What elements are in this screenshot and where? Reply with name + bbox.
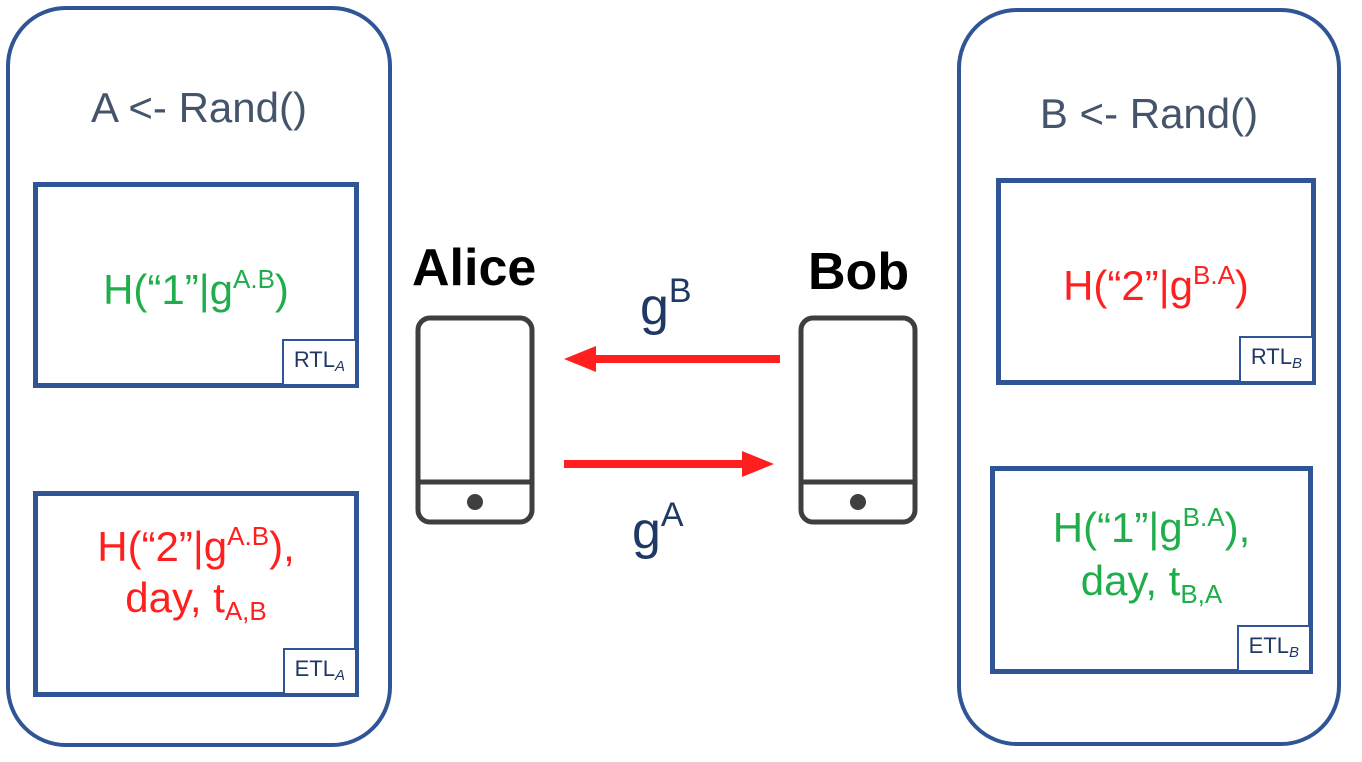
- bob-rtl-tag: RTLB: [1238, 336, 1312, 381]
- bob-rtl-formula-pre: H(“2”|g: [1063, 262, 1193, 309]
- message-g-a: gA: [632, 496, 684, 561]
- alice-etl-tag-text: ETL: [294, 656, 335, 681]
- bob-rtl-formula-sup: B.A: [1193, 260, 1235, 290]
- alice-panel: A <- Rand() H(“1”|gA.B) RTLA H(“2”|gA.B)…: [6, 6, 392, 747]
- alice-rtl-formula-post: ): [274, 266, 289, 313]
- alice-name: Alice: [412, 239, 537, 297]
- bob-rtl-box: H(“2”|gB.A) RTLB: [996, 178, 1316, 385]
- bob-etl-tag: ETLB: [1236, 625, 1309, 670]
- alice-rtl-formula: H(“1”|gA.B): [38, 251, 354, 318]
- alice-phone-icon: [415, 315, 535, 525]
- alice-etl-line2-sub: A,B: [224, 596, 267, 626]
- message-g-b-sup: B: [668, 272, 692, 310]
- bob-name: Bob: [808, 243, 910, 301]
- bob-etl-line2: day, tB,A: [995, 553, 1308, 622]
- alice-rtl-tag: RTLA: [281, 339, 355, 384]
- alice-etl-line1-post: ),: [269, 523, 295, 570]
- bob-etl-line1-post: ),: [1224, 504, 1251, 551]
- alice-rtl-box: H(“1”|gA.B) RTLA: [33, 182, 359, 388]
- bob-etl-line2-pre: day, t: [1080, 557, 1181, 604]
- arrow-bob-to-alice: [564, 346, 780, 372]
- arrow-alice-to-bob: [564, 451, 774, 477]
- bob-rtl-formula-post: ): [1234, 262, 1249, 309]
- alice-rand: A <- Rand(): [91, 84, 307, 131]
- alice-rtl-tag-text: RTL: [293, 347, 335, 372]
- alice-rtl-formula-pre: H(“1”|g: [103, 266, 233, 313]
- alice-etl-tag-sub: A: [334, 667, 345, 684]
- alice-rtl-tag-sub: A: [334, 358, 345, 375]
- bob-rtl-tag-sub: B: [1291, 355, 1302, 372]
- message-g-a-base: g: [632, 502, 661, 560]
- alice-etl-line2-pre: day, t: [125, 574, 225, 621]
- bob-etl-tag-text: ETL: [1248, 633, 1289, 658]
- message-g-a-sup: A: [660, 496, 684, 534]
- bob-etl-line1: H(“1”|gB.A),: [995, 489, 1308, 556]
- alice-rtl-formula-sup: A.B: [233, 264, 275, 294]
- bob-rtl-tag-text: RTL: [1250, 344, 1292, 369]
- message-g-b-base: g: [640, 278, 669, 336]
- alice-etl-tag: ETLA: [282, 648, 355, 693]
- alice-etl-line1: H(“2”|gA.B),: [38, 508, 354, 575]
- bob-etl-tag-sub: B: [1288, 644, 1299, 661]
- bob-etl-line1-sup: B.A: [1182, 502, 1225, 532]
- bob-etl-box: H(“1”|gB.A), day, tB,A ETLB: [990, 466, 1313, 674]
- alice-etl-line1-sup: A.B: [227, 521, 270, 551]
- bob-etl-line1-pre: H(“1”|g: [1052, 504, 1183, 551]
- alice-etl-line2: day, tA,B: [38, 570, 354, 639]
- bob-rand: B <- Rand(): [1039, 90, 1259, 137]
- alice-etl-line1-pre: H(“2”|g: [97, 523, 228, 570]
- bob-etl-line2-sub: B,A: [1180, 579, 1223, 609]
- bob-phone-icon: [798, 315, 918, 525]
- bob-panel: B <- Rand() H(“2”|gB.A) RTLB H(“1”|gB.A)…: [957, 8, 1341, 746]
- alice-etl-box: H(“2”|gA.B), day, tA,B ETLA: [33, 491, 359, 697]
- bob-rtl-formula: H(“2”|gB.A): [1001, 247, 1311, 314]
- message-g-b: gB: [640, 272, 692, 337]
